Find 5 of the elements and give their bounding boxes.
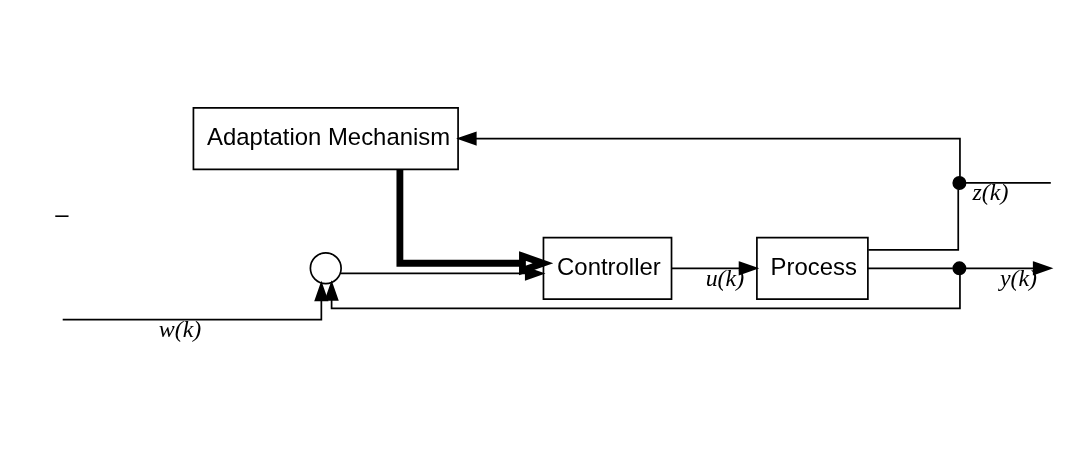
- edge-label: y(k): [999, 264, 1038, 291]
- edge-label: w(k): [158, 315, 202, 342]
- label: –: [55, 199, 69, 227]
- edge-label: z(k): [972, 179, 1009, 206]
- edge-label: u(k): [705, 264, 745, 291]
